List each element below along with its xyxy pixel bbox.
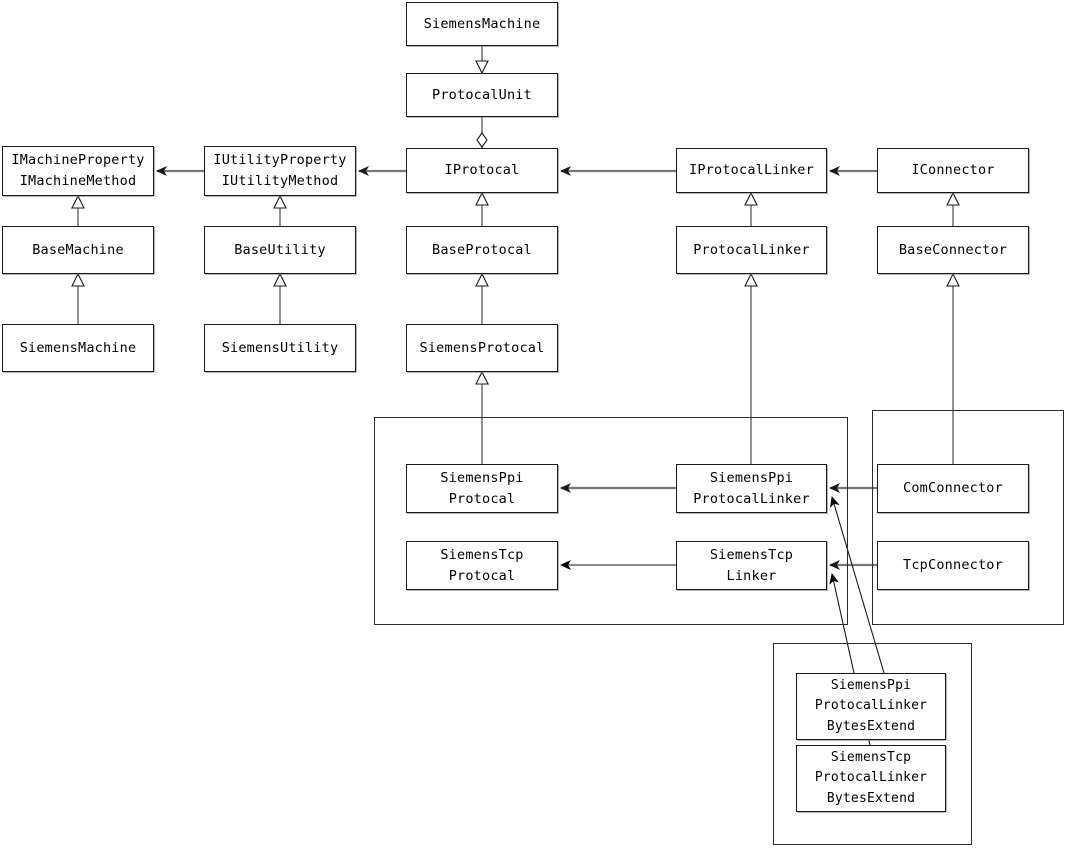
node-base-connector[interactable]: BaseConnector bbox=[877, 226, 1029, 274]
node-tcp-connector[interactable]: TcpConnector bbox=[877, 541, 1029, 590]
node-label: SiemensPpi ProtocalLinker bbox=[693, 469, 810, 507]
node-label: BaseMachine bbox=[32, 241, 124, 258]
node-label: SiemensPpi Protocal bbox=[440, 469, 524, 507]
group-connector-implementations bbox=[872, 410, 1064, 625]
node-label: SiemensTcp ProtocalLinker BytesExtend bbox=[814, 750, 928, 806]
node-label: IConnector bbox=[911, 162, 995, 179]
group-bytes-extend-implementations bbox=[773, 643, 972, 845]
node-label: SiemensProtocal bbox=[419, 339, 545, 356]
node-label: SiemensPpi ProtocalLinker BytesExtend bbox=[814, 678, 928, 734]
node-label: ComConnector bbox=[903, 480, 1003, 497]
node-siemens-utility[interactable]: SiemensUtility bbox=[204, 324, 356, 372]
node-siemens-ppi-protocal-linker[interactable]: SiemensPpi ProtocalLinker bbox=[676, 464, 827, 513]
node-imachine-property[interactable]: IMachineProperty IMachineMethod bbox=[2, 146, 154, 196]
node-com-connector[interactable]: ComConnector bbox=[877, 464, 1029, 513]
node-siemens-protocal[interactable]: SiemensProtocal bbox=[406, 324, 558, 372]
node-label: BaseUtility bbox=[234, 241, 326, 258]
node-siemens-ppi-protocal-linker-bytes-extend[interactable]: SiemensPpi ProtocalLinker BytesExtend bbox=[796, 673, 946, 740]
node-siemens-machine-top[interactable]: SiemensMachine bbox=[406, 2, 558, 46]
node-iconnector[interactable]: IConnector bbox=[877, 148, 1029, 193]
node-base-protocal[interactable]: BaseProtocal bbox=[406, 226, 558, 274]
node-label: IUtilityProperty IUtilityMethod bbox=[213, 152, 347, 189]
node-siemens-tcp-protocal[interactable]: SiemensTcp Protocal bbox=[406, 541, 558, 590]
node-iprotocal-linker[interactable]: IProtocalLinker bbox=[676, 148, 827, 193]
node-label: ProtocalUnit bbox=[432, 86, 532, 103]
node-label: BaseConnector bbox=[898, 241, 1008, 258]
node-label: TcpConnector bbox=[903, 557, 1003, 574]
node-iutility-property[interactable]: IUtilityProperty IUtilityMethod bbox=[204, 146, 356, 196]
node-protocal-unit[interactable]: ProtocalUnit bbox=[406, 73, 558, 117]
node-siemens-tcp-protocal-linker-bytes-extend[interactable]: SiemensTcp ProtocalLinker BytesExtend bbox=[796, 745, 946, 812]
group-protocal-implementations bbox=[374, 417, 848, 625]
node-label: SiemensTcp Protocal bbox=[440, 546, 524, 584]
node-label: SiemensUtility bbox=[221, 339, 339, 356]
node-protocal-linker[interactable]: ProtocalLinker bbox=[676, 226, 827, 274]
node-siemens-tcp-linker[interactable]: SiemensTcp Linker bbox=[676, 541, 827, 590]
node-iprotocal[interactable]: IProtocal bbox=[406, 148, 558, 193]
node-base-machine[interactable]: BaseMachine bbox=[2, 226, 154, 274]
node-label: BaseProtocal bbox=[432, 241, 532, 258]
node-base-utility[interactable]: BaseUtility bbox=[204, 226, 356, 274]
node-label: IMachineProperty IMachineMethod bbox=[11, 152, 145, 189]
node-label: SiemensTcp Linker bbox=[709, 546, 794, 584]
node-label: IProtocalLinker bbox=[689, 162, 814, 179]
node-siemens-ppi-protocal[interactable]: SiemensPpi Protocal bbox=[406, 464, 558, 513]
node-siemens-machine[interactable]: SiemensMachine bbox=[2, 324, 154, 372]
node-label: IProtocal bbox=[444, 162, 520, 179]
node-label: ProtocalLinker bbox=[693, 241, 810, 258]
node-label: SiemensMachine bbox=[423, 15, 541, 32]
node-label: SiemensMachine bbox=[19, 339, 137, 356]
